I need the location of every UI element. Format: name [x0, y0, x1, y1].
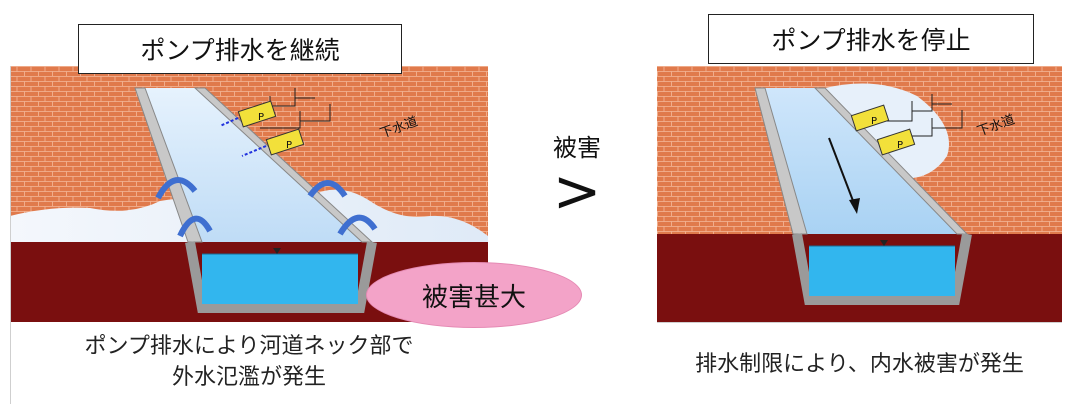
right-title: ポンプ排水を停止 — [708, 14, 1034, 64]
overflow-arrow — [155, 177, 198, 200]
flow-arrow — [828, 137, 856, 207]
comparison-indicator: 被害 > — [532, 128, 622, 225]
overflow-arrow — [337, 214, 378, 236]
left-caption-line1: ポンプ排水により河道ネック部で — [84, 334, 414, 359]
channel-water — [809, 246, 955, 296]
channel-wall — [792, 233, 972, 305]
pump-icon: P — [876, 128, 916, 156]
severity-badge: 被害甚大 — [366, 262, 582, 328]
water-level-mark — [880, 240, 888, 246]
left-levee — [754, 87, 808, 235]
pump-icon: P — [265, 128, 305, 156]
pump-discharge-arrows — [219, 117, 267, 157]
pump-icon: P — [850, 104, 890, 132]
overflow-arrow — [177, 215, 213, 238]
right-frame-line — [657, 322, 1062, 323]
greater-than-symbol: > — [552, 157, 602, 225]
svg-text:P: P — [871, 116, 877, 127]
channel-water — [202, 254, 358, 304]
svg-text:P: P — [258, 112, 264, 123]
right-caption: 排水制限により、内水被害が発生 — [695, 352, 1024, 377]
river-surface — [145, 88, 362, 242]
left-title: ポンプ排水を継続 — [78, 24, 402, 74]
svg-text:P: P — [897, 140, 903, 151]
left-frame-line — [10, 66, 11, 404]
pump-icon: P — [237, 100, 277, 128]
river-surface — [765, 88, 957, 234]
overflow-arrow — [307, 180, 348, 198]
svg-text:P: P — [286, 140, 292, 151]
left-levee — [134, 87, 203, 243]
sewer-lines — [882, 94, 963, 137]
water-level-mark — [273, 248, 281, 254]
left-caption-line2: 外水氾濫が発生 — [171, 365, 326, 390]
comparison-label: 被害 — [553, 134, 601, 162]
left-scene-svg: 下水道 P P — [10, 66, 488, 322]
right-scene-svg: 下水道 P P — [657, 66, 1062, 322]
left-caption: ポンプ排水により河道ネック部で 外水氾濫が発生 — [10, 331, 488, 393]
left-illustration: 下水道 P P — [10, 66, 488, 322]
channel-wall — [185, 241, 377, 313]
right-illustration: 下水道 P P — [657, 66, 1062, 322]
